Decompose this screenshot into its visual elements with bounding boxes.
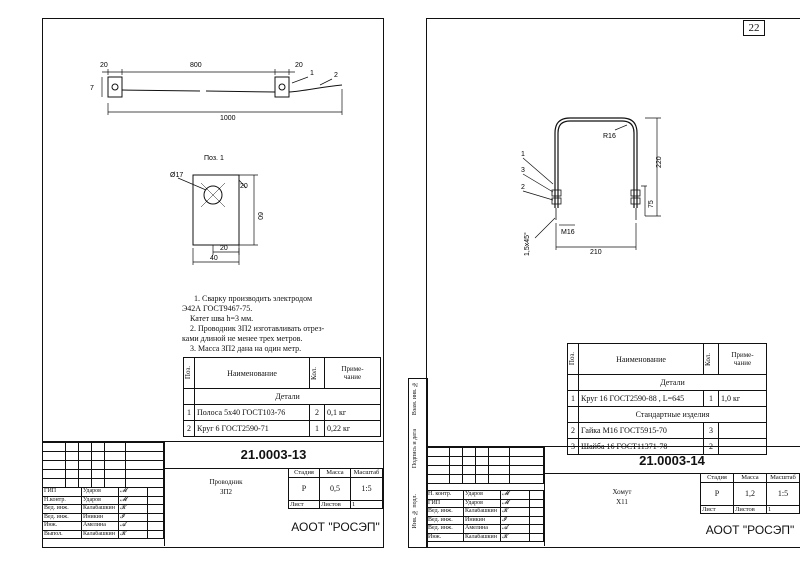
section-standard: Стандартные изделия [578,406,767,423]
signature-mark: 𝓐 [118,521,148,531]
note-line: 1. Сварку производить электродом [194,294,312,303]
dim-overall: 1000 [220,115,236,122]
page-number: 22 [743,20,765,36]
note-line: 2. Проводник ЗП2 изготавливать отрез- [190,324,325,333]
right-org-name: АООТ "РОСЭП" [705,523,795,537]
left-org-name: АООТ "РОСЭП" [291,520,380,534]
dim-thread: M16 [561,229,575,236]
section-details: Детали [578,374,767,391]
left-spec-table: Поз. Наименование Кол. Приме- чание Дета… [183,357,381,437]
col-note-header: Приме- чание [718,343,767,375]
right-callout-1: 1 [521,151,525,158]
right-doc-name: Хомут Х11 [612,488,632,506]
callout-2: 2 [334,72,338,79]
right-callout-2: 2 [521,184,525,191]
left-doc-name: Проводник ЗП2 [209,478,243,496]
left-conductor-drawing: 20 800 20 7 1000 1 2 [90,62,343,122]
detail-width: 40 [210,255,218,262]
col-pos-header: Поз. [183,357,195,389]
stamp-sign-date: Подпись и дата [412,429,418,469]
right-doc-code: 21.0003-14 [639,453,705,468]
note-line: 3. Масса ЗП2 дана на один метр. [190,344,302,353]
detail-title: Поз. 1 [204,155,224,162]
stamp-replace-inv: Взам. инв. № [412,381,418,416]
dim-chamfer: 1,5х45° [523,232,531,256]
signature-mark: 𝓘 [118,512,148,522]
col-name-header: Наименование [194,357,310,389]
detail-chamfer: 20 [240,183,248,190]
side-stamp: Инв. № подл. Подпись и дата Взам. инв. № [408,378,428,548]
signature-mark: 𝓜 [118,495,148,505]
note-line: ками длиной не менее трех метров. [182,334,303,343]
note-line: Э42А ГОСТ9467-75. [182,304,253,313]
signature-mark: 𝓚 [500,532,530,542]
right-spec-table: Поз. Наименование Кол. Приме- чание Дета… [567,343,767,455]
dim-75: 75 [648,200,655,208]
detail-hole-offset: 20 [220,245,228,252]
callout-1: 1 [310,70,314,77]
col-note-header: Приме- чание [324,357,381,389]
left-doc-code: 21.0003-13 [240,447,307,462]
col-pos-header: Поз. [567,343,579,375]
table-row: 2 Гайка М16 ГОСТ5915-70 3 [567,422,767,439]
dim-top-span: 800 [190,62,202,69]
dim-220: 220 [656,156,663,168]
table-row: 2 Круг 6 ГОСТ2590-71 1 0,22 кг [183,420,381,437]
signature-mark: 𝓚 [118,504,148,514]
detail-hole-dia: Ø17 [170,172,183,179]
dim-height: 7 [90,85,94,92]
section-details: Детали [194,388,381,405]
left-signature-grid [42,442,164,488]
right-signature-grid [426,447,544,484]
signature-mark: 𝓚 [500,507,530,517]
dim-radius: R16 [603,133,616,140]
left-detail-drawing: Поз. 1 Ø17 20 60 20 40 [170,155,263,265]
dim-top-right: 20 [295,62,303,69]
table-row: 1 Полоса 5х40 ГОСТ103-76 2 0,1 кг [183,404,381,421]
signature-mark: 𝓜 [118,487,148,497]
left-sheet [42,18,384,548]
col-qty-header: Кол. [309,357,325,389]
signature-mark: 𝓜 [500,490,530,500]
col-qty-header: Кол. [703,343,719,375]
left-notes: 1. Сварку производить электродом Э42А ГО… [182,294,352,354]
table-row: 1 Круг 16 ГОСТ2590-88 , L=645 1 1,0 кг [567,390,767,407]
note-line: Катет шва h=3 мм. [190,314,254,323]
signature-mark: 𝓜 [500,498,530,508]
right-sheet [426,18,800,548]
right-callout-3: 3 [521,167,525,174]
stamp-inv-no: Инв. № подл. [412,494,418,529]
signature-mark: 𝓚 [118,529,148,539]
col-name-header: Наименование [578,343,704,375]
dim-210: 210 [590,249,602,256]
right-clamp-drawing: 1 3 2 R16 220 75 M16 210 1,5х45° [521,117,663,256]
signature-mark: 𝓐 [500,524,530,534]
signature-mark: 𝓘 [500,515,530,525]
dim-top-left: 20 [100,62,108,69]
detail-height: 60 [256,212,263,220]
